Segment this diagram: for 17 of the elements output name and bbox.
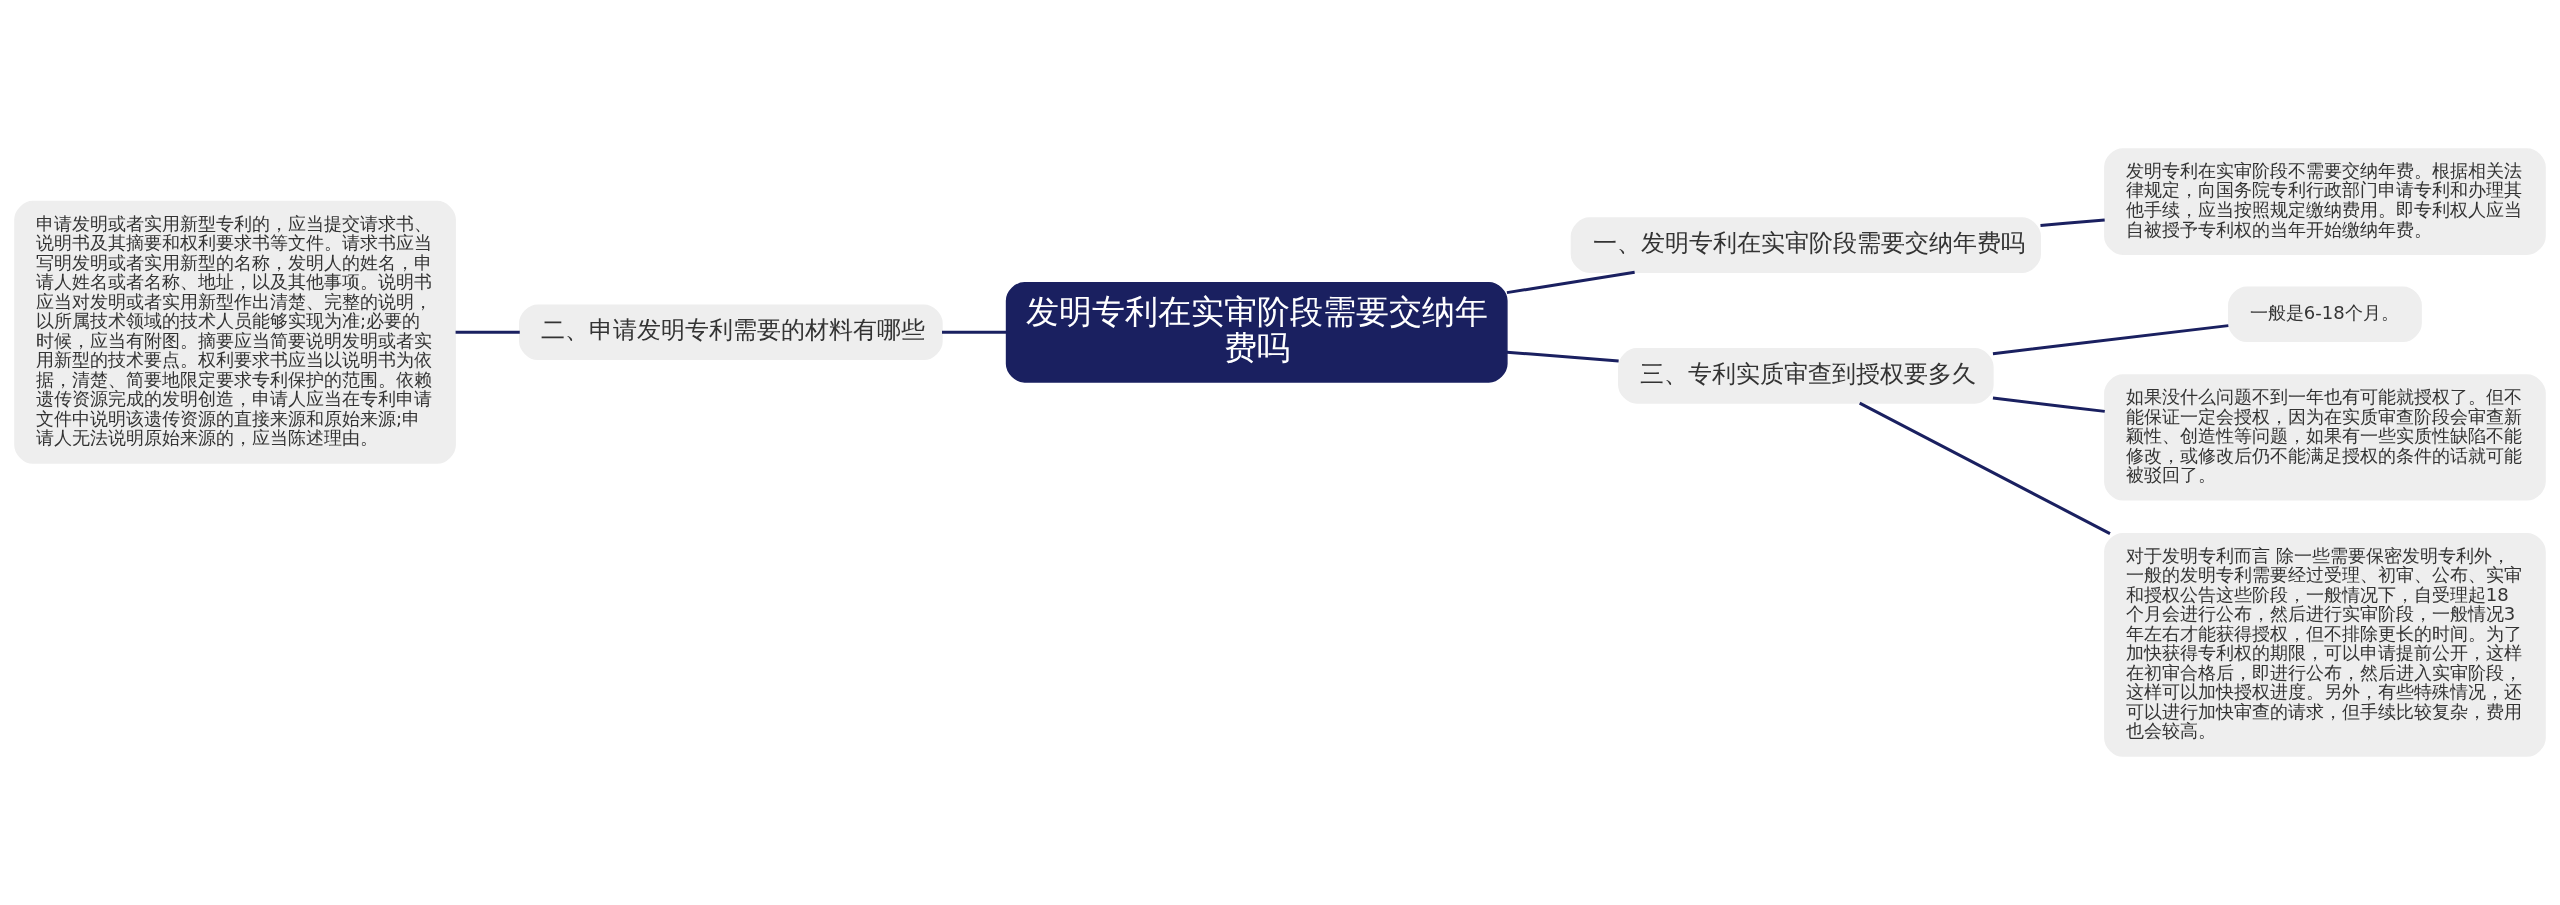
node-box: 一、发明专利在实审阶段需要交纳年费吗 [1570,217,2041,273]
node-box: 对于发明专利而言 除一些需要保密发明专利外，一般的发明专利需要经过受理、初审、公布、实审和授权公告这些阶段，一般情况下，自受理起18个月会进行公布，然后进行实审阶段，一般情况3年左右才能获得授权，但不排除更长的时间。为了加快获得专利权的期限，可以申请提前公开，这样在初审合格后，即进行公布，然后进入实审阶段，这样可以加快授权进度。另外，有些特殊情况，还可以进行加快审查的请求，但手续比较复杂，费用也会较高。 [2104,532,2546,757]
node-box: 发明专利在实审阶段不需要交纳年费。根据相关法律规定，向国务院专利行政部门申请专利和办理其他手续，应当按照规定缴纳费用。即专利权人应当自被授予专利权的当年开始缴纳年费。 [2104,148,2546,255]
connector [1992,324,2229,356]
connector [1506,270,1635,295]
node-box: 一般是6-18个月。 [2228,286,2422,343]
connector [942,330,1007,334]
node-box: 二、申请发明专利需要的材料有哪些 [519,304,943,361]
connector [455,330,520,334]
node-box: 三、专利实质审查到授权要多久 [1618,348,1994,404]
connector [1859,401,2111,535]
node-box: 如果没什么问题不到一年也有可能就授权了。但不能保证一定会授权，因为在实质审查阶段会审查新颖性、创造性等问题，如果有一些实质性缺陷不能修改，或修改后仍不能满足授权的条件的话就可能被驳回了。 [2104,374,2546,501]
node-box: 申请发明或者实用新型专利的，应当提交请求书、说明书及其摘要和权利要求书等文件。请求书应当写明发明或者实用新型的名称，发明人的姓名，申请人姓名或者名称、地址，以及其他事项。说明书应当对发明或者实用新型作出清楚、完整的说明，以所属技术领域的技术人员能够实现为准;必要的时候，应当有附图。摘要应当简要说明发明或者实用新型的技术要点。权利要求书应当以说明书为依据，清楚、简要地限定要求专利保护的范围。依赖遗传资源完成的发明创造，申请人应当在专利申请文件中说明该遗传资源的直接来源和原始来源;申请人无法说明原始来源的，应当陈述理由。 [14,200,456,464]
connector [1506,350,1619,363]
node-box: 发明专利在实审阶段需要交纳年费吗 [1005,282,1508,383]
connector [1992,396,2105,413]
connector [2040,218,2105,227]
